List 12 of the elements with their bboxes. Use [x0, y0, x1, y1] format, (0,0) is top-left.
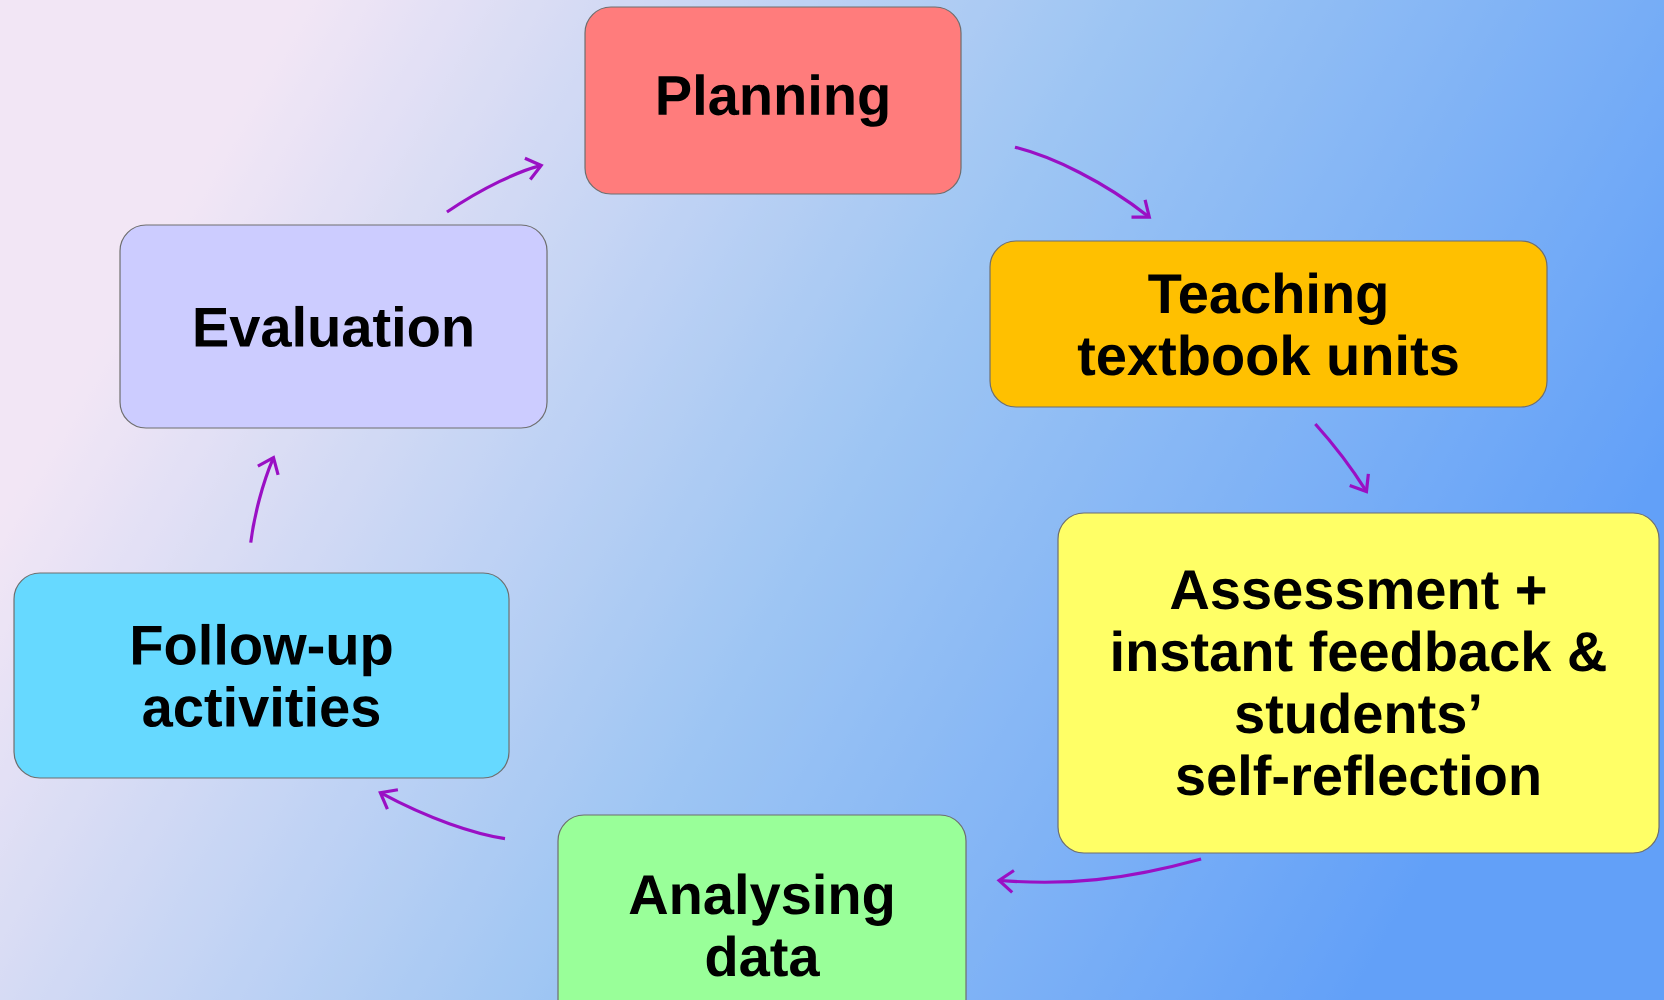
- process-box: Teaching textbook units: [989, 240, 1548, 408]
- arrow: [1014, 145, 1152, 219]
- process-box: Analysing data: [557, 814, 967, 1000]
- arrow: [446, 156, 544, 214]
- process-box: Planning: [584, 6, 962, 195]
- arrow: [1314, 422, 1370, 494]
- arrow: [996, 857, 1202, 894]
- arrow: [378, 788, 506, 841]
- process-box: Assessment + instant feedback & students’ self-reflection: [1057, 512, 1660, 854]
- process-box: Evaluation: [119, 224, 548, 429]
- arrow: [249, 455, 280, 543]
- process-box: Follow-up activities: [13, 572, 510, 779]
